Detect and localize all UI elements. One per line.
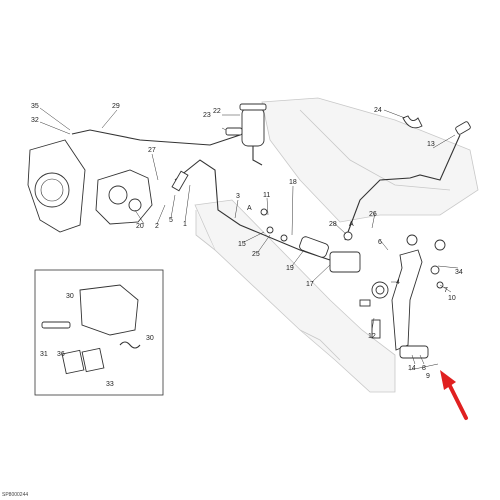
callout-7: 7 — [444, 287, 448, 294]
swingarm-pivot — [195, 210, 216, 251]
inset-bleeder — [41, 321, 71, 329]
caliper-piston — [108, 185, 128, 205]
callout-17: 17 — [306, 281, 314, 288]
master-cylinder — [299, 236, 329, 258]
brake-pad-2 — [81, 347, 105, 373]
callout-8: 8 — [422, 365, 426, 372]
callout-15: 15 — [238, 241, 246, 248]
callout-24: 24 — [374, 107, 382, 114]
callout-13: 13 — [427, 141, 435, 148]
swingarm-inner — [299, 329, 341, 361]
callout-11: 11 — [263, 192, 270, 199]
arrow-head — [440, 370, 456, 390]
callout-18: 18 — [289, 179, 297, 186]
callout-9: 9 — [426, 373, 430, 380]
callout-2: 2 — [155, 223, 159, 230]
pad-spring — [119, 341, 141, 349]
callout-26: 26 — [369, 211, 377, 218]
hose-clamp — [402, 115, 423, 129]
swingarm — [194, 199, 396, 393]
sensor-connector — [455, 121, 471, 135]
callout-1: 1 — [183, 221, 187, 228]
callout-31: 31 — [40, 351, 48, 358]
reservoir-body — [241, 107, 265, 147]
callout-12: 12 — [368, 333, 376, 340]
callout-3: 3 — [236, 193, 240, 200]
detail-inset — [34, 269, 164, 396]
master-cylinder-assembly — [171, 170, 446, 359]
callout-30-right: 30 — [146, 335, 154, 342]
callout-34: 34 — [455, 269, 463, 276]
fluid-reservoir — [225, 103, 267, 166]
leader-lines — [39, 107, 459, 371]
caliper-assembly — [27, 139, 153, 233]
callout-6: 6 — [378, 239, 382, 246]
callout-5: 5 — [169, 217, 173, 224]
callout-23: 23 — [203, 112, 211, 119]
callout-25: 25 — [252, 251, 260, 258]
reservoir-clip — [225, 127, 243, 136]
callout-10: 10 — [448, 295, 456, 302]
inset-caliper — [79, 284, 139, 336]
drawing-code: SP8000244 — [2, 492, 28, 498]
callout-35: 35 — [31, 103, 39, 110]
callout-14: 14 — [408, 365, 416, 372]
sensor-cable — [71, 129, 241, 146]
abs-cable — [344, 134, 461, 241]
callout-29: 29 — [112, 103, 120, 110]
callout-32: 32 — [31, 117, 39, 124]
callout-30-top: 30 — [66, 293, 74, 300]
callouts: 35 29 32 22 23 24 13 27 3 11 18 20 2 5 1… — [31, 103, 463, 388]
callout-a-left: A — [247, 205, 252, 212]
callout-4: 4 — [396, 279, 400, 286]
brake-lever — [391, 249, 423, 351]
frame-tube — [299, 109, 451, 191]
callout-33: 33 — [106, 381, 114, 388]
brake-hose — [174, 159, 331, 261]
callout-27: 27 — [148, 147, 156, 154]
callout-22: 22 — [213, 108, 221, 115]
cylinder-body — [329, 251, 361, 273]
pointer-arrow — [440, 370, 468, 420]
callout-36: 36 — [57, 351, 65, 358]
callout-28: 28 — [329, 221, 337, 228]
brake-lines — [71, 129, 461, 261]
brake-pad-1 — [61, 349, 85, 375]
reservoir-cap — [239, 103, 267, 111]
callout-19: 19 — [286, 265, 294, 272]
callout-a-right: A — [349, 221, 354, 228]
callout-20: 20 — [136, 223, 144, 230]
ghost-frame — [194, 97, 479, 393]
foot-peg — [399, 345, 429, 359]
